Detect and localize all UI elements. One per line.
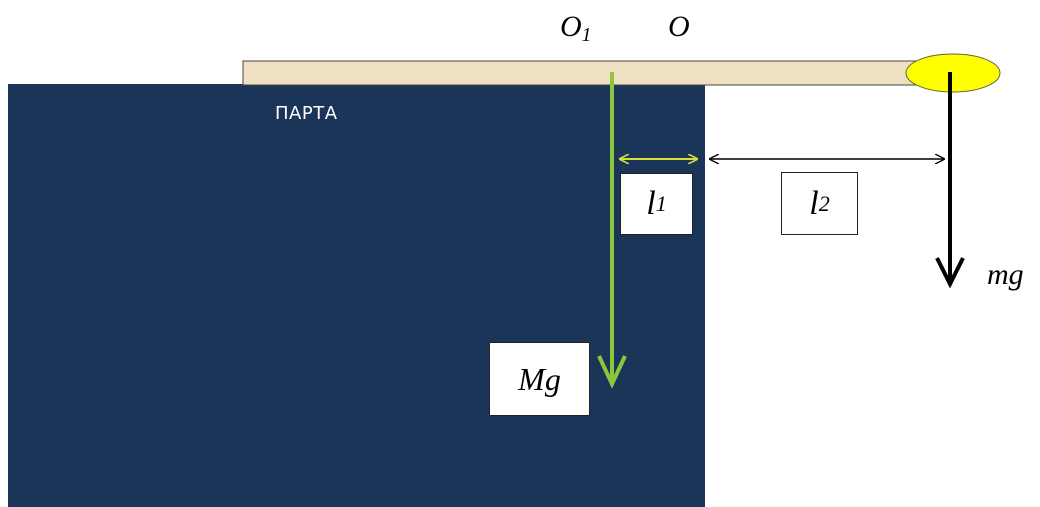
desk-weight-box: Mg <box>489 342 590 416</box>
pivot-o-label: O <box>668 10 690 43</box>
arm-l1-main: l <box>646 185 656 222</box>
pivot-o1-main: O <box>560 10 582 43</box>
arm-l1-sub: 1 <box>655 191 667 216</box>
arm-l2-sub: 2 <box>818 190 830 216</box>
ruler-plank <box>242 60 944 86</box>
pivot-o1-sub: 1 <box>581 24 592 46</box>
desk <box>8 84 705 507</box>
desk-label: ПАРТА <box>275 103 338 124</box>
load-weight-force-arrowhead <box>935 257 965 289</box>
weight-body <box>905 53 1001 93</box>
desk-weight-force-arrowhead <box>597 355 627 389</box>
arm-l2-main: l <box>809 184 819 222</box>
pivot-o1-label: O1 <box>560 10 591 47</box>
load-weight-label: mg <box>987 258 1024 291</box>
